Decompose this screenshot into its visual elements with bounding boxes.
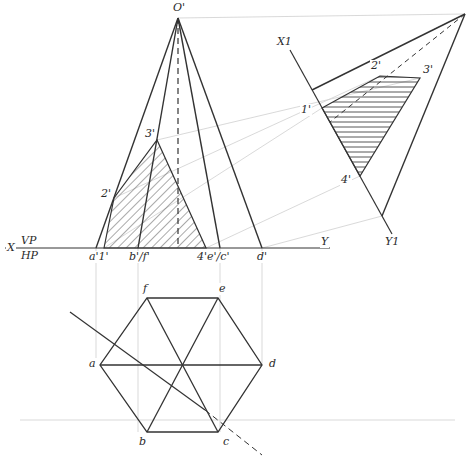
point-label: 3'	[144, 128, 156, 140]
point-label: d'	[256, 251, 268, 263]
point-label: 4'	[340, 174, 352, 186]
point-label: 3'	[422, 64, 434, 76]
point-label: X	[6, 242, 16, 254]
point-label: 2'	[100, 188, 112, 200]
point-label: VP	[20, 235, 37, 247]
point-label: 2'	[370, 60, 382, 72]
point-label: d	[268, 358, 277, 370]
point-label: 1'	[300, 104, 312, 116]
point-label: O'	[172, 2, 186, 14]
point-label: X1	[276, 36, 293, 48]
point-label: Y	[320, 236, 329, 248]
point-label: b'/f'	[128, 251, 151, 263]
point-label: a	[88, 358, 97, 370]
point-label: Y1	[384, 236, 400, 248]
point-label: a'1'	[88, 251, 110, 263]
point-label: c	[222, 436, 230, 448]
point-label: b	[138, 436, 147, 448]
point-label: 4'e'/c'	[196, 251, 230, 263]
point-label: f	[142, 283, 148, 295]
point-label: e	[218, 283, 227, 295]
point-label: HP	[20, 250, 39, 262]
